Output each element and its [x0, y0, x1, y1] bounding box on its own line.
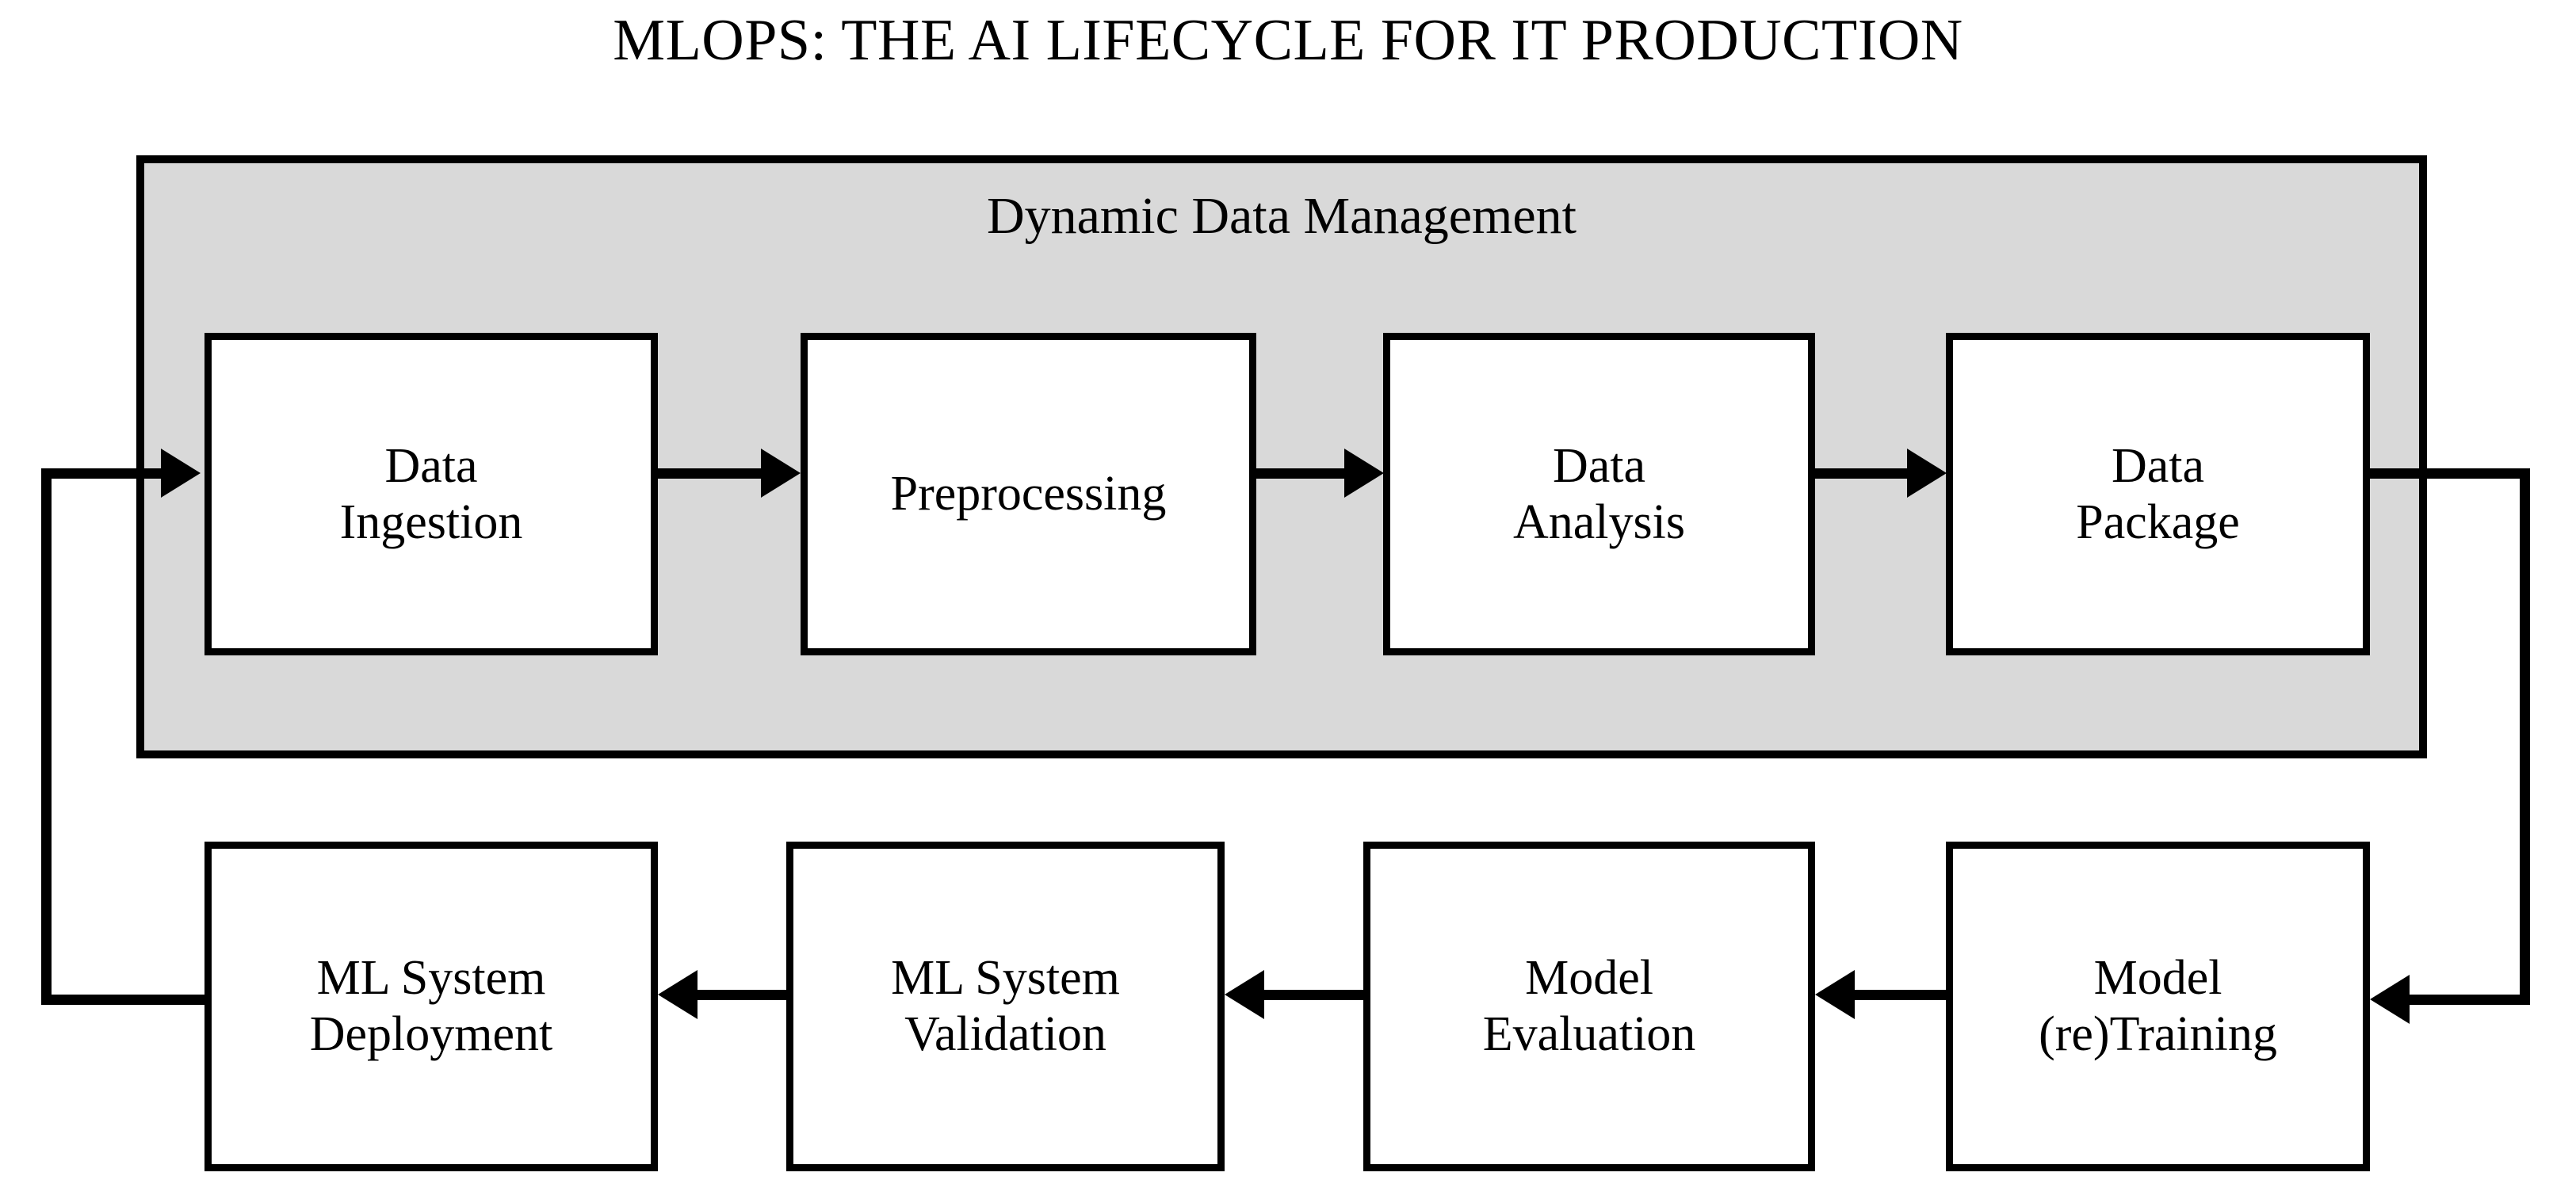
arrowhead-right-icon — [761, 449, 801, 498]
connector-deployment-to-ingestion-top — [41, 468, 164, 479]
node-label: ML System Validation — [891, 951, 1120, 1061]
node-label: Preprocessing — [890, 467, 1167, 521]
arrowhead-right-icon — [161, 449, 201, 498]
node-data-analysis[interactable]: Data Analysis — [1383, 333, 1815, 655]
node-label: Data Package — [2076, 438, 2240, 549]
page-title: MLOPS: THE AI LIFECYCLE FOR IT PRODUCTIO… — [613, 8, 1963, 73]
arrowhead-left-icon — [658, 970, 698, 1019]
connector-evaluation-to-validation — [1264, 990, 1367, 1000]
connector-validation-to-deployment — [698, 990, 790, 1000]
connector-ingestion-to-preprocessing — [658, 468, 765, 479]
node-label: ML System Deployment — [309, 951, 553, 1061]
connector-retraining-to-evaluation — [1855, 990, 1950, 1000]
connector-deployment-to-ingestion-bottom — [41, 995, 209, 1005]
node-label: Data Ingestion — [339, 438, 523, 549]
connector-package-to-retraining-right — [2520, 468, 2530, 1005]
group-label: Dynamic Data Management — [986, 187, 1577, 245]
connector-package-to-retraining-bottom — [2410, 995, 2530, 1005]
node-label: Data Analysis — [1513, 438, 1685, 549]
connector-analysis-to-package — [1815, 468, 1910, 479]
node-model-retraining[interactable]: Model (re)Training — [1946, 842, 2370, 1171]
connector-deployment-to-ingestion-left — [41, 468, 52, 1005]
connector-preprocessing-to-analysis — [1256, 468, 1347, 479]
arrowhead-right-icon — [1907, 449, 1947, 498]
node-ml-system-validation[interactable]: ML System Validation — [786, 842, 1225, 1171]
node-data-ingestion[interactable]: Data Ingestion — [204, 333, 658, 655]
node-label: Model (re)Training — [2039, 951, 2277, 1061]
node-data-package[interactable]: Data Package — [1946, 333, 2370, 655]
arrowhead-left-icon — [1815, 970, 1855, 1019]
node-preprocessing[interactable]: Preprocessing — [801, 333, 1256, 655]
node-label: Model Evaluation — [1482, 951, 1696, 1061]
arrowhead-right-icon — [1344, 449, 1384, 498]
arrowhead-left-icon — [2370, 975, 2410, 1024]
connector-package-to-retraining-top — [2368, 468, 2530, 479]
arrowhead-left-icon — [1225, 970, 1264, 1019]
node-ml-system-deployment[interactable]: ML System Deployment — [204, 842, 658, 1171]
node-model-evaluation[interactable]: Model Evaluation — [1363, 842, 1815, 1171]
